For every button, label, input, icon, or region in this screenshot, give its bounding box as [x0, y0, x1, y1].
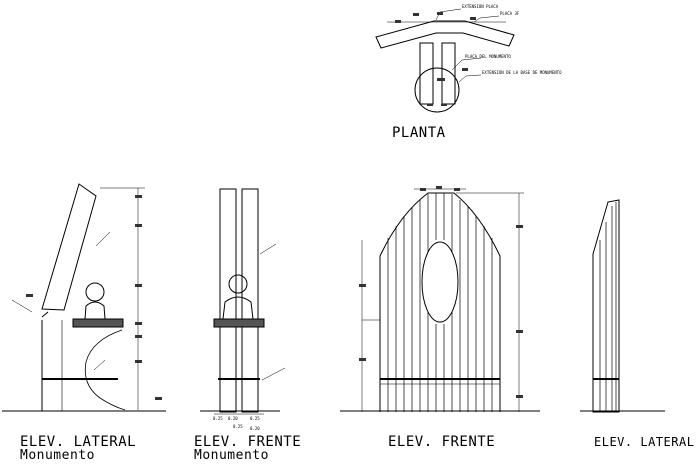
dim-5: 0.20 — [250, 426, 260, 431]
dim-4: 0.25 — [233, 424, 243, 429]
plan-note-4: EXTENSION DE LA BASE DE MONUMENTO — [482, 70, 562, 75]
plan-note-1: EXTENSION PLACA — [462, 4, 499, 9]
plan-chevron-plate — [375, 20, 515, 49]
plan-dim-blocks — [395, 12, 476, 106]
elev-frente-dims: 0.25 0.20 0.25 0.25 0.20 — [213, 416, 260, 431]
plan-note-2: PLACA 3F — [500, 11, 520, 16]
dim-3: 0.25 — [250, 416, 260, 421]
elev-frente-monumento — [200, 188, 286, 415]
plan-title: PLANTA — [392, 125, 446, 141]
elev-frente-arched-dim-blocks — [359, 186, 523, 398]
view-subtitle-elev-lateral-monumento: Monumento — [20, 448, 95, 463]
plan-post-left — [419, 42, 434, 105]
view-subtitle-elev-frente-monumento: Monumento — [194, 448, 269, 463]
plan-view — [375, 8, 515, 113]
dim-2: 0.20 — [228, 416, 238, 421]
view-title-elev-lateral-monumento: ELEV. LATERAL — [20, 434, 137, 450]
plan-post-right — [441, 42, 456, 105]
elev-lateral-right — [580, 199, 665, 413]
dim-1: 0.25 — [213, 416, 223, 421]
elev-lateral-dim-blocks — [26, 195, 162, 400]
plan-detail-circle — [414, 67, 460, 113]
view-title-elev-frente: ELEV. FRENTE — [388, 434, 496, 450]
elev-frente-arched — [340, 188, 540, 412]
view-title-elev-lateral: ELEV. LATERAL — [594, 435, 695, 449]
plan-note-3: PLACA DEL MONUMENTO — [465, 54, 511, 59]
view-title-elev-frente-monumento: ELEV. FRENTE — [194, 434, 302, 450]
elev-lateral-monumento — [2, 183, 166, 412]
plan-notes: EXTENSION PLACA PLACA 3F PLACA DEL MONUM… — [462, 4, 562, 75]
